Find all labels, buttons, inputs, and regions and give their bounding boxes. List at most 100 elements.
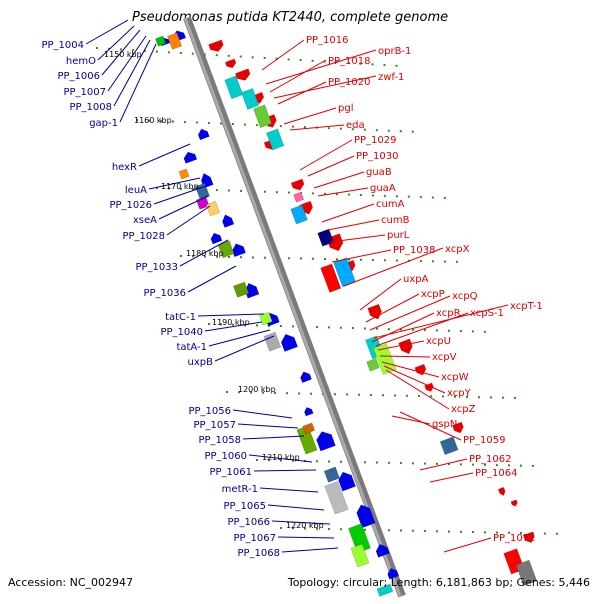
gene-label[interactable]: PP_1007 [63, 87, 106, 98]
forward-gene-arrow [232, 243, 246, 257]
gene-label[interactable]: gap-1 [89, 118, 118, 129]
gene-label[interactable]: PP_1059 [463, 435, 506, 446]
functional-category-box-body [224, 75, 244, 100]
right-leader-line [313, 171, 365, 189]
gene-label[interactable]: PP_1016 [306, 35, 349, 46]
gene-label[interactable]: PP_1030 [356, 151, 399, 162]
left-leader-line [214, 335, 275, 362]
right-leader-line [331, 249, 392, 263]
functional-category-box [350, 543, 370, 568]
gene-label[interactable]: xcpT-1 [510, 301, 543, 312]
left-leader-line [237, 423, 299, 429]
gene-label[interactable]: PP_1026 [109, 200, 152, 211]
functional-category-box [324, 480, 349, 515]
functional-category-box [293, 191, 305, 203]
gene-label[interactable]: PP_1018 [328, 56, 371, 67]
functional-category-box [253, 104, 272, 129]
gene-label[interactable]: xcpQ [452, 291, 478, 302]
right-leader-line [321, 203, 375, 223]
gene-label[interactable]: guaB [366, 167, 392, 178]
gene-label[interactable]: xcpP [421, 289, 445, 300]
functional-category-box [296, 425, 318, 455]
functional-category-box-body [302, 422, 316, 435]
reverse-gene-arrow-body [290, 178, 305, 191]
gene-label[interactable]: xcpV [432, 352, 457, 363]
gene-label[interactable]: PP_1033 [135, 262, 178, 273]
gene-label[interactable]: leuA [125, 185, 147, 196]
gene-label[interactable]: PP_1040 [160, 327, 203, 338]
right-leader-line [381, 361, 440, 378]
right-leader-line [379, 355, 431, 358]
gene-label[interactable]: pgl [338, 103, 353, 114]
gene-label[interactable]: zwf-1 [378, 72, 404, 83]
gene-label[interactable]: guaA [370, 183, 396, 194]
forward-gene-arrow [375, 544, 390, 558]
gene-label[interactable]: PP_1066 [227, 517, 270, 528]
gene-label[interactable]: PP_1060 [204, 451, 247, 462]
gene-label[interactable]: PP_1008 [69, 102, 112, 113]
gene-label[interactable]: hexR [112, 162, 137, 173]
gene-label[interactable]: cumA [376, 199, 405, 210]
forward-gene-arrow-body [198, 128, 210, 141]
left-leader-line [113, 39, 151, 107]
reverse-gene-arrow-body [208, 39, 224, 52]
functional-category-box [224, 75, 244, 100]
gene-label[interactable]: oprB-1 [378, 46, 411, 57]
functional-category-box-body [296, 425, 318, 455]
left-leader-line [281, 547, 339, 553]
right-leader-line [371, 312, 435, 343]
gene-label[interactable]: PP_1004 [41, 40, 84, 51]
functional-category-box [167, 32, 183, 50]
left-leader-line [166, 205, 211, 236]
gene-label[interactable]: purL [387, 230, 410, 241]
gene-label[interactable]: hemO [66, 56, 96, 67]
gene-label[interactable]: tatC-1 [165, 312, 196, 323]
gene-label[interactable]: gspN [432, 419, 457, 430]
gene-features [155, 30, 538, 597]
gene-label[interactable]: PP_1064 [475, 468, 518, 479]
gene-label[interactable]: xcpU [426, 336, 451, 347]
gene-label[interactable]: PP_1057 [193, 420, 236, 431]
gene-label[interactable]: PP_1036 [143, 288, 186, 299]
gene-label[interactable]: PP_1020 [328, 77, 371, 88]
right-leader-line [299, 139, 353, 171]
gene-label[interactable]: PP_1068 [237, 548, 280, 559]
functional-category-box-body [320, 263, 342, 293]
reverse-gene-arrow-body [414, 364, 427, 376]
gene-label[interactable]: xseA [133, 215, 157, 226]
gene-label[interactable]: uxpB [188, 357, 214, 368]
right-leader-line [343, 247, 444, 287]
left-leader-line [253, 469, 317, 472]
gene-label[interactable]: xcpR [436, 308, 461, 319]
gene-label[interactable]: PP_1065 [223, 501, 266, 512]
tick-label: 1220 kbp [286, 521, 324, 530]
gene-label[interactable]: xcpY [447, 388, 472, 399]
gene-label[interactable]: PP_1056 [188, 406, 231, 417]
gene-label[interactable]: uxpA [403, 274, 429, 285]
gene-label[interactable]: xcpW [441, 372, 469, 383]
gene-label[interactable]: PP_1038 [393, 245, 436, 256]
right-leader-line [383, 365, 446, 394]
gene-label[interactable]: PP_1067 [233, 533, 276, 544]
gene-label[interactable]: PP_1058 [198, 435, 241, 446]
right-leader-line [443, 537, 492, 553]
gene-label[interactable]: PP_1072 [493, 533, 536, 544]
gene-label[interactable]: xcpS-1 [470, 308, 504, 319]
functional-category-box-body [293, 191, 305, 203]
gene-label[interactable]: eda [346, 120, 365, 131]
gene-label[interactable]: cumB [381, 215, 410, 226]
forward-gene-arrow-body [232, 243, 246, 257]
gene-label[interactable]: tatA-1 [176, 342, 207, 353]
gene-label[interactable]: xcpZ [451, 404, 476, 415]
gene-label[interactable]: PP_1061 [209, 467, 252, 478]
gene-label[interactable]: PP_1062 [469, 454, 512, 465]
gene-label[interactable]: metR-1 [222, 484, 258, 495]
gene-label[interactable]: PP_1028 [122, 231, 165, 242]
gene-label[interactable]: PP_1029 [354, 135, 397, 146]
left-leader-line [277, 536, 335, 539]
forward-gene-arrow [210, 232, 223, 245]
gene-label[interactable]: PP_1006 [57, 71, 100, 82]
functional-category-box-body [205, 201, 221, 217]
left-leader-line [85, 19, 129, 45]
gene-label[interactable]: xcpX [445, 244, 470, 255]
